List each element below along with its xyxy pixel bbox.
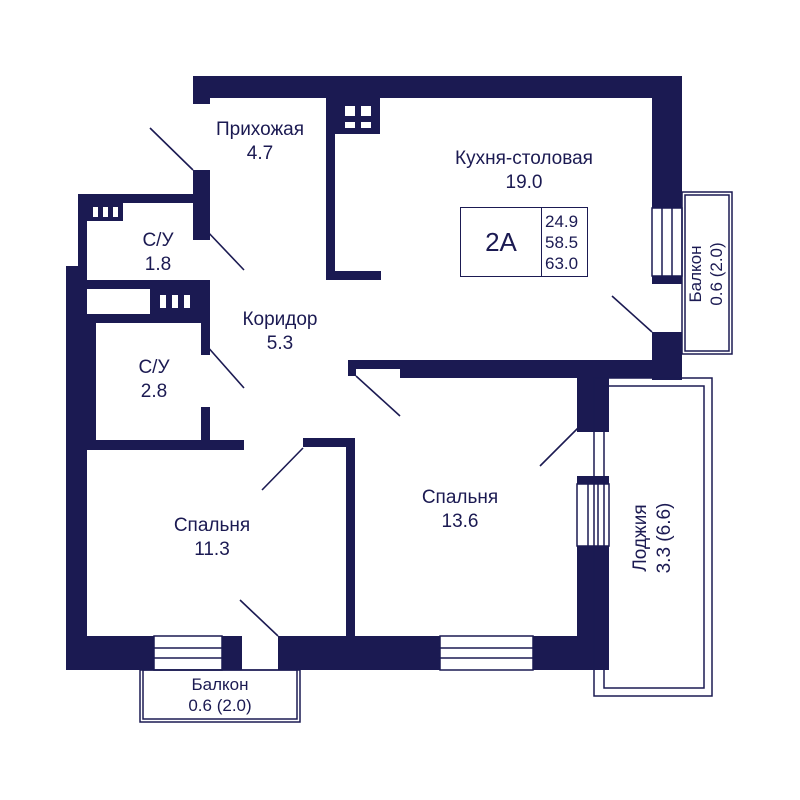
wall-bottom-mid-left [222, 636, 242, 670]
room-label-bath2: С/У 2.8 [116, 356, 192, 404]
wall-top-left-stub [193, 76, 210, 104]
room-name: Кухня-столовая [455, 148, 593, 169]
window-bedroom-small [153, 635, 223, 671]
duct-details [93, 106, 371, 308]
wall-right-lower-top [577, 476, 609, 484]
room-area: 2.8 [140, 381, 168, 402]
room-label-hallway: Прихожая 4.7 [200, 118, 320, 166]
wall-right-upper [652, 76, 682, 208]
room-area: 11.3 [194, 539, 230, 560]
wall-bedroom-split-top [303, 438, 355, 447]
room-label-balcony-right: Балкон 0.6 (2.0) [685, 214, 729, 334]
wall-bath-separator2 [87, 314, 210, 323]
balconies [139, 191, 733, 723]
wall-top [193, 76, 680, 98]
total-area-with-balcony: 63.0 [545, 254, 579, 273]
wall-bath2-right [201, 289, 210, 355]
apartment-type: 2А [461, 208, 542, 276]
room-label-bedroom-large: Спальня 13.6 [400, 486, 520, 534]
wall-bath1-right [201, 203, 210, 239]
balcony-right-outline [681, 191, 733, 355]
room-name: С/У [138, 357, 170, 378]
room-label-kitchen: Кухня-столовая 19.0 [424, 147, 624, 195]
apartment-areas: 24.9 58.5 63.0 [545, 211, 589, 274]
wall-bottom-right [533, 636, 609, 670]
room-name: Лоджия [630, 504, 651, 572]
wall-bottom-mid [278, 636, 440, 670]
wall-bath2-right-low [201, 407, 210, 445]
wall-kitchen-bottom-thick [400, 360, 682, 378]
room-label-loggia: Лоджия 3.3 (6.6) [629, 468, 677, 608]
living-area: 24.9 [545, 212, 579, 231]
wall-bath-separator [78, 280, 210, 289]
balcony-bottom-inner [142, 669, 298, 720]
wall-bath1-top [78, 194, 210, 203]
door-swings [149, 127, 653, 637]
wall-bath2-inner-left [87, 323, 96, 445]
wall-bath2-bottom [66, 440, 244, 450]
room-label-balcony-bottom: Балкон 0.6 (2.0) [160, 674, 280, 716]
room-label-bedroom-small: Спальня 11.3 [152, 514, 272, 562]
room-name: Балкон [686, 245, 705, 303]
loggia-inner [603, 385, 705, 689]
room-name: Балкон [191, 675, 249, 694]
walls [66, 76, 682, 670]
room-name: С/У [142, 230, 174, 251]
wall-hall-kitchen [326, 98, 335, 280]
wall-outer-left-upper [78, 194, 87, 274]
window-bedroom-large [439, 635, 534, 671]
room-area: 4.7 [246, 143, 274, 164]
room-name: Коридор [242, 309, 318, 330]
wall-bottom-left [66, 636, 154, 670]
room-area: 5.3 [266, 333, 294, 354]
room-area: 13.6 [441, 511, 479, 532]
apartment-info-box: 2А 24.9 58.5 63.0 [460, 207, 588, 277]
loggia-outline [593, 377, 713, 697]
room-area: 0.6 (2.0) [188, 696, 252, 715]
wall-outer-left [66, 266, 87, 670]
wall-hall-kitchen-end [326, 271, 381, 280]
vent-block [335, 98, 380, 134]
wall-bedroom-split [346, 438, 355, 636]
total-area: 58.5 [545, 233, 579, 252]
room-area: 1.8 [144, 254, 172, 275]
windows [153, 207, 683, 671]
wall-door-stub [348, 360, 356, 376]
room-name: Спальня [421, 487, 499, 508]
room-label-corridor: Коридор 5.3 [220, 308, 340, 356]
room-area: 3.3 (6.6) [654, 502, 675, 574]
room-label-bath1: С/У 1.8 [120, 229, 196, 277]
wall-right-mid [652, 276, 682, 284]
balcony-right-inner [684, 194, 730, 352]
room-area: 0.6 (2.0) [707, 242, 726, 306]
room-name: Прихожая [215, 119, 305, 140]
room-name: Спальня [173, 515, 251, 536]
room-area: 19.0 [505, 172, 543, 193]
window-kitchen [651, 207, 683, 277]
